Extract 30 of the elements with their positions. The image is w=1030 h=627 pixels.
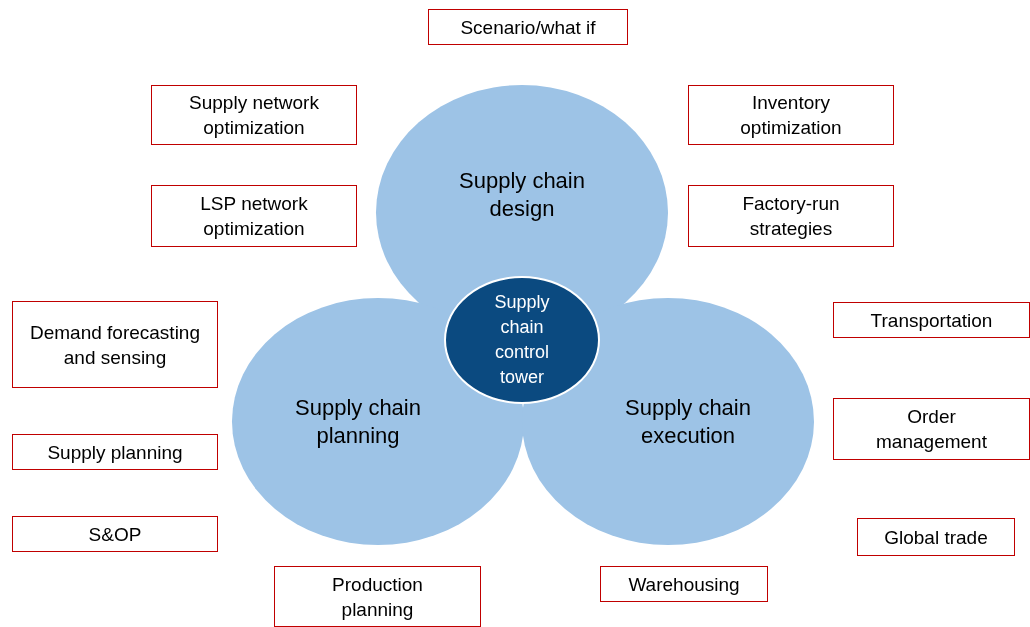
- label-box: [428, 9, 628, 45]
- label-box: [12, 301, 218, 388]
- label-box: [688, 185, 894, 247]
- label-box: [274, 566, 481, 627]
- box-label: Demand forecasting and sensing: [28, 320, 201, 370]
- box-label: Supply network optimization: [188, 91, 320, 140]
- label-box: [833, 398, 1030, 460]
- box-label: Supply planning: [47, 440, 183, 465]
- box-label: Factory-run strategies: [741, 192, 841, 241]
- label-box: [833, 302, 1030, 338]
- label-box: [151, 185, 357, 247]
- label-box: [12, 516, 218, 552]
- box-label: Order management: [875, 405, 988, 454]
- circle-label: Supply chain execution: [624, 393, 752, 450]
- box-label: LSP network optimization: [199, 192, 309, 241]
- box-label: Production planning: [331, 572, 424, 622]
- box-label: Scenario/what if: [460, 15, 596, 40]
- label-box: [688, 85, 894, 145]
- label-box: [151, 85, 357, 145]
- box-label: S&OP: [88, 522, 142, 547]
- label-box: [857, 518, 1015, 556]
- box-label: Transportation: [870, 308, 993, 333]
- circle-label: Supply chain design: [458, 167, 586, 223]
- box-label: Warehousing: [628, 572, 740, 597]
- label-box: [12, 434, 218, 470]
- circle-label: Supply chain planning: [294, 393, 422, 450]
- box-label: Global trade: [884, 525, 988, 550]
- circle-label: Supply chain control tower: [493, 291, 551, 389]
- box-label: Inventory optimization: [739, 91, 843, 140]
- label-box: [600, 566, 768, 602]
